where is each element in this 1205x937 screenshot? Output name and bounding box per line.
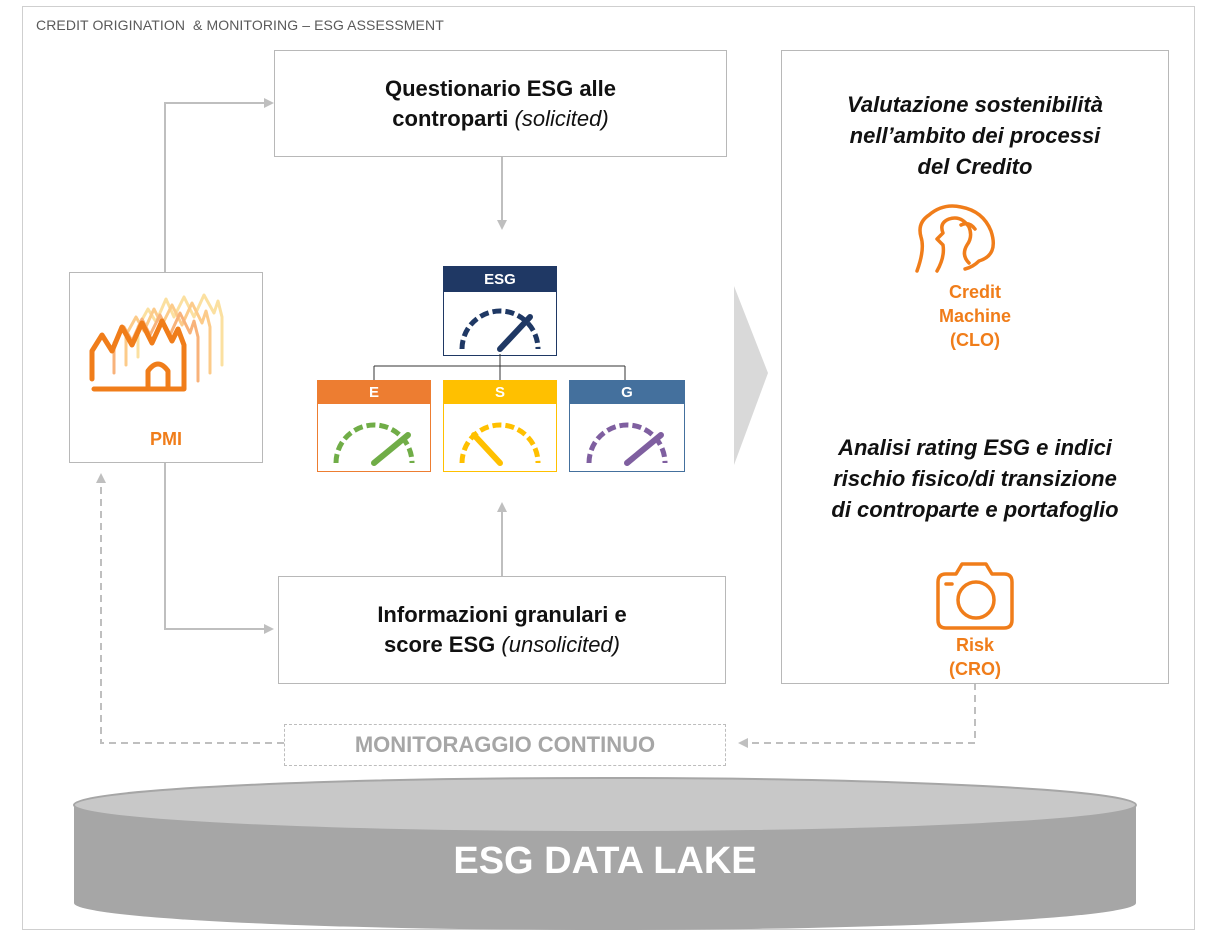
risk-line2: (CRO) [949,659,1001,679]
questionnaire-box: Questionario ESG alle controparti (solic… [274,50,727,157]
risk-line1: Risk [955,635,995,655]
factory-icon [89,293,224,392]
data-lake-body [74,805,1136,930]
e-gauge-card: E [317,380,431,472]
arrow-pmi-to-questionnaire [164,98,274,272]
rating-title-line2: rischio fisico/di transizione [833,466,1117,491]
e-gauge-icon [333,422,415,466]
g-gauge-header: G [570,381,684,404]
sustainability-title: Valutazione sostenibilità nell’ambito de… [782,89,1168,182]
questionnaire-italic: (solicited) [514,105,609,131]
questionnaire-line1: Questionario ESG alle [384,75,617,101]
g-gauge-icon [586,422,668,466]
credit-machine-line2: Machine [938,306,1012,326]
e-gauge-header: E [318,381,430,404]
monitoring-box: MONITORAGGIO CONTINUO [284,724,726,766]
credit-machine-head-icon [915,204,995,273]
risk-label: Risk (CRO) [782,633,1168,681]
s-gauge-header: S [444,381,556,404]
rating-title-line3: di controparte e portafoglio [831,497,1119,522]
data-lake-label: ESG DATA LAKE [453,840,757,882]
arrow-monitoring-to-pmi [96,473,284,744]
esg-gauge-header: ESG [444,267,556,292]
data-lake-top [73,777,1137,833]
info-line1: Informazioni granulari e [377,602,627,627]
sustainability-title-line3: del Credito [917,154,1033,179]
questionnaire-bold: controparti [392,105,509,131]
flow-chevron [734,286,768,465]
esg-gauge-card: ESG [443,266,557,356]
scorecard-tree-lines [373,354,626,380]
g-gauge-card: G [569,380,685,472]
page-title: CREDIT ORIGINATION & MONITORING – ESG AS… [36,17,444,33]
esg-scorecard: ESG E S G [317,266,687,476]
sustainability-title-line2: nell’ambito dei processi [849,123,1101,148]
pmi-box: PMI [69,272,263,463]
s-gauge-card: S [443,380,557,472]
right-panel: Valutazione sostenibilità nell’ambito de… [781,50,1169,684]
esg-gauge-icon [459,308,541,352]
credit-machine-line3: (CLO) [950,330,1000,350]
arrow-risk-to-monitoring [738,683,976,748]
credit-machine-label: Credit Machine (CLO) [782,280,1168,352]
camera-icon [936,562,1014,630]
rating-title-line1: Analisi rating ESG e indici [838,435,1112,460]
info-box: Informazioni granulari e score ESG (unso… [278,576,726,684]
info-bold: score ESG [383,632,496,657]
credit-machine-line1: Credit [948,282,1001,302]
pmi-label: PMI [149,429,182,449]
info-italic: (unsolicited) [501,632,620,657]
s-gauge-icon [459,422,541,466]
arrow-pmi-to-info [164,463,274,634]
sustainability-title-line1: Valutazione sostenibilità [847,92,1103,117]
rating-title: Analisi rating ESG e indici rischio fisi… [782,432,1168,525]
